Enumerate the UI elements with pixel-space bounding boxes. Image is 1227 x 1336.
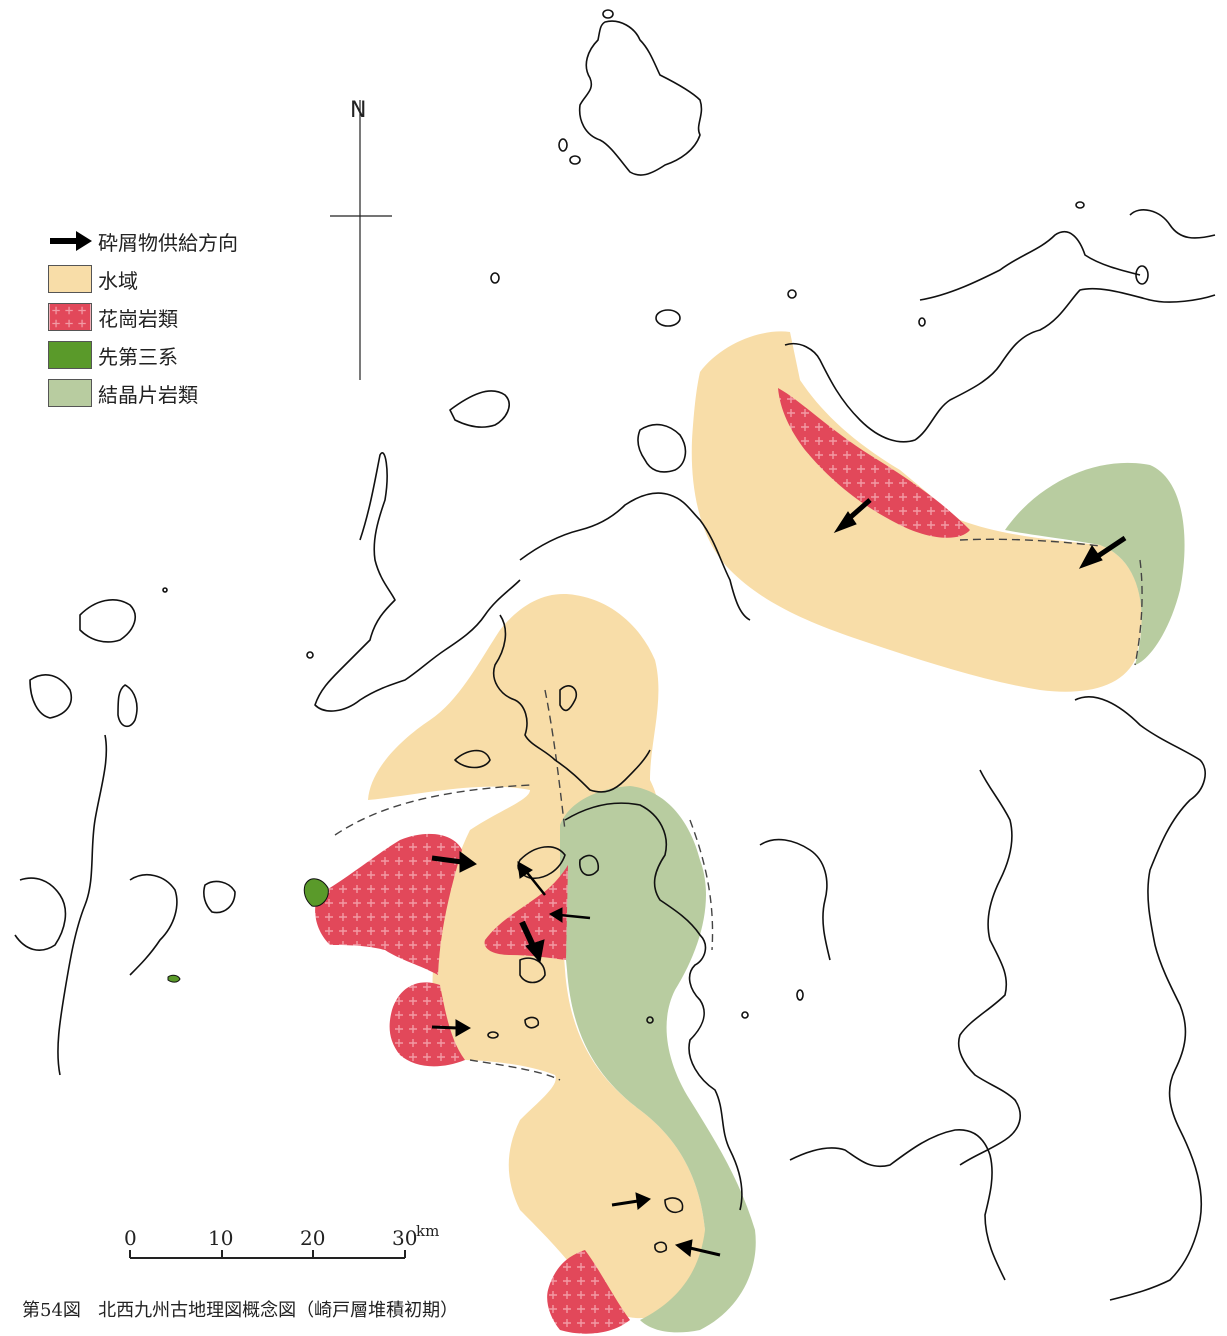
scale-tick-label: 30 — [392, 1226, 418, 1250]
figure-number: 第54図 — [22, 1300, 81, 1321]
supply-arrow — [519, 920, 545, 964]
swatch-water — [48, 265, 92, 293]
legend-label: 先第三系 — [98, 344, 178, 369]
legend-label: 水域 — [98, 268, 138, 293]
scale-tick-label: 0 — [124, 1226, 137, 1250]
legend-item-water: 水域 — [48, 260, 238, 298]
coast-central-inner — [493, 614, 651, 793]
scale-unit: km — [416, 1222, 440, 1240]
legend-label: 砕屑物供給方向 — [98, 230, 238, 255]
coast-central-east — [564, 802, 743, 1211]
coast-central-west — [314, 452, 521, 712]
scale-tick-label: 20 — [300, 1226, 326, 1250]
legend-label: 花崗岩類 — [98, 306, 178, 331]
coast-east-mainland — [1074, 696, 1206, 1301]
figure-caption: 第54図 北西九州古地理図概念図（崎戸層堆積初期） — [22, 1296, 458, 1322]
legend-label: 結晶片岩類 — [98, 382, 198, 407]
supply-arrow — [674, 1239, 721, 1257]
schist-central — [560, 786, 756, 1333]
schist-regions — [560, 462, 1185, 1333]
coast-northeast-mainland — [784, 287, 1216, 443]
supply-arrow — [1078, 535, 1127, 569]
coast-east-lower — [789, 1129, 1006, 1281]
coast-northeast-upper — [919, 231, 1141, 301]
supply-arrow — [611, 1192, 651, 1210]
dashed-boundaries — [334, 538, 1143, 1081]
scale-tick-label: 10 — [208, 1226, 234, 1250]
pre-tertiary-patch-west — [303, 878, 329, 907]
granite-south — [547, 1250, 630, 1334]
coastlines — [14, 9, 1216, 1301]
granite-west-lower — [389, 982, 465, 1067]
legend-item-pretertiary: 先第三系 — [48, 336, 238, 374]
legend-item-supply-direction: 砕屑物供給方向 — [48, 222, 238, 260]
swatch-granite — [48, 303, 92, 331]
legend-item-granite: 花崗岩類 — [48, 298, 238, 336]
supply-arrow — [833, 498, 872, 534]
supply-arrow — [431, 851, 477, 873]
coast-northern-island — [578, 20, 703, 176]
pre-tertiary-patch-islet — [167, 974, 181, 983]
coast-west-islands — [79, 599, 136, 643]
granite-central-tongue — [484, 865, 568, 960]
legend-item-schist: 結晶片岩類 — [48, 374, 238, 412]
scale-bar — [129, 1250, 406, 1259]
swatch-pretertiary — [48, 341, 92, 369]
schist-northeast — [1005, 462, 1185, 665]
arrow-icon — [50, 231, 92, 251]
coast-central-north — [449, 390, 510, 428]
supply-arrow — [549, 907, 591, 923]
north-arrow — [330, 100, 392, 380]
pre-tertiary-patches — [167, 878, 329, 983]
swatch-schist — [48, 379, 92, 407]
figure-title: 北西九州古地理図概念図（崎戸層堆積初期） — [98, 1300, 459, 1321]
granite-northeast — [778, 388, 970, 538]
supply-arrow — [517, 861, 546, 896]
granite-regions — [315, 388, 970, 1334]
granite-west-upper — [315, 833, 462, 975]
legend: 砕屑物供給方向 水域 花崗岩類 先第三系 結晶片岩類 — [48, 222, 238, 412]
north-label: N — [350, 98, 367, 123]
supply-arrow — [431, 1019, 472, 1037]
water-area-regions — [368, 331, 1142, 1319]
sediment-supply-arrows — [431, 498, 1127, 1257]
